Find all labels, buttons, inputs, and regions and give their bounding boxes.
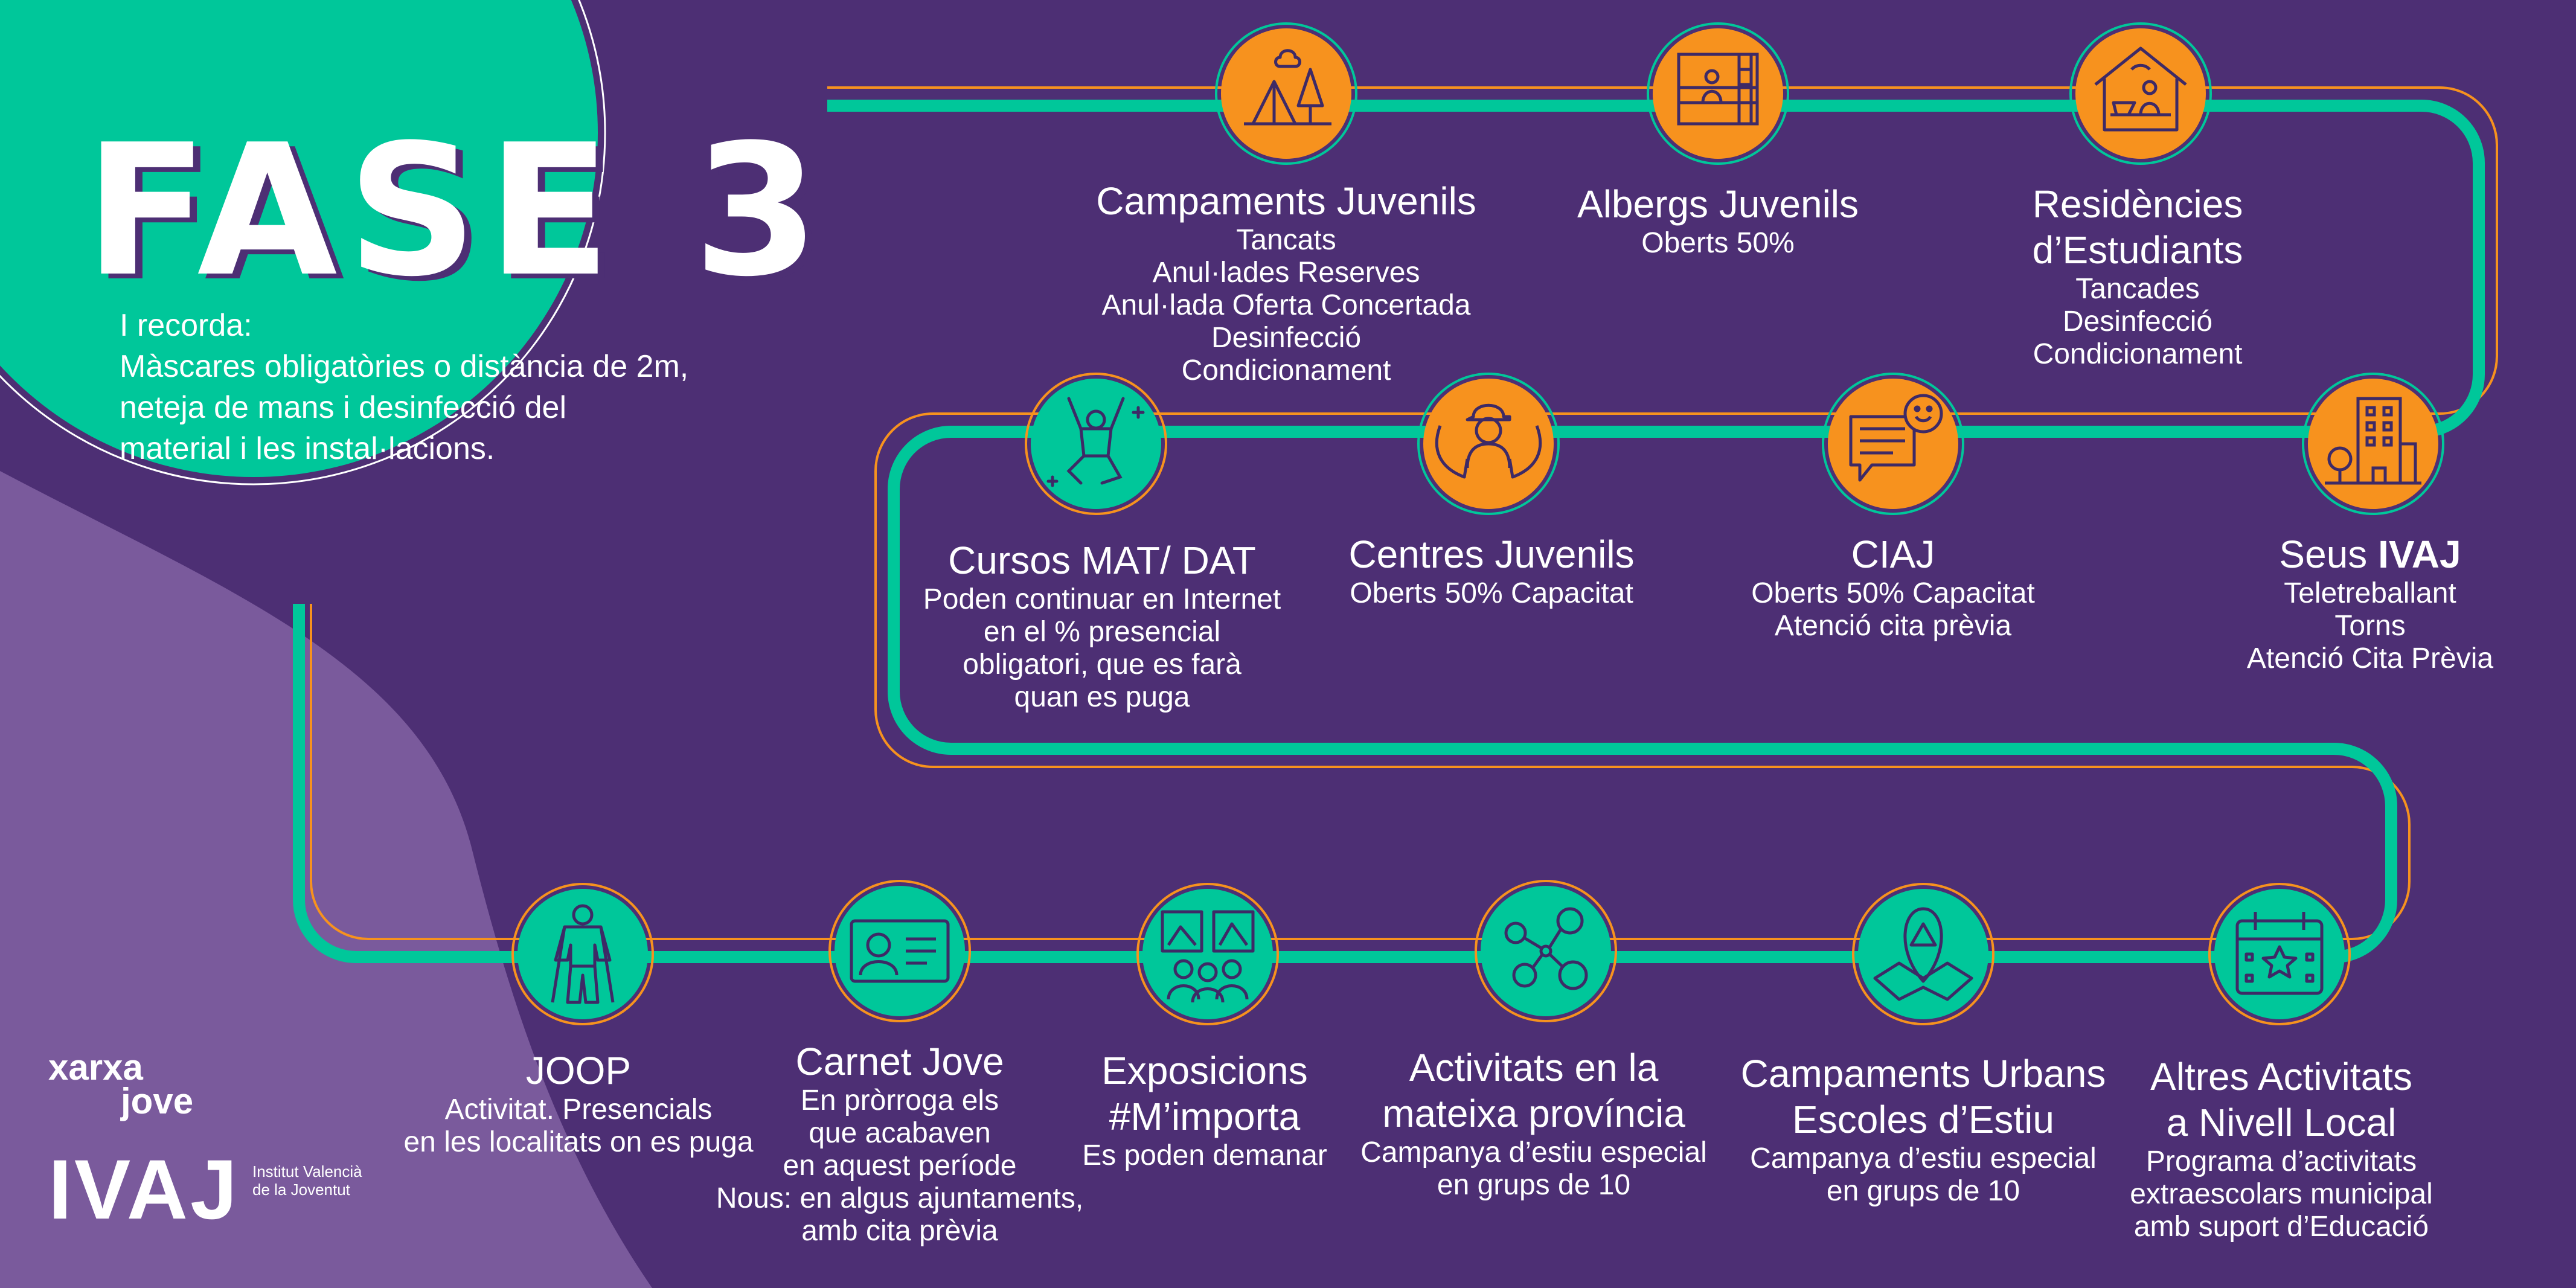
node-line: Activitat. Presencials [444,1094,713,1126]
node-line: Campanya d’estiu especial [1360,1136,1707,1168]
lilac-corner-shape [0,471,652,1288]
node-title: mateixa província [1382,1092,1685,1135]
node-line: En pròrroga els [800,1085,999,1117]
institute-line: Institut Valencià [252,1162,362,1181]
node-line: Nous: en algus ajuntaments, [716,1182,1084,1214]
map-pin-icon [1852,883,1994,1025]
node-activitats-provincia: Activitats en la mateixa província Campa… [1360,1045,1707,1202]
node-title: Escoles d’Estiu [1792,1098,2054,1141]
student-desk-house-icon [2069,22,2212,165]
node-line: obligatori, que es farà [963,649,1242,681]
reminder-line: material i les instal·lacions. [120,431,495,466]
node-ciaj: CIAJ Oberts 50% Capacitat Atenció cita p… [1751,531,2035,642]
page-title: FASE 3 [85,106,829,316]
node-line: Oberts 50% Capacitat [1350,577,1633,609]
ivaj-logo: IVAJ [48,1142,240,1237]
node-line: quan es puga [1014,681,1190,713]
node-title: Altres Activitats [2150,1055,2412,1098]
node-title: Centres Juvenils [1348,533,1635,576]
network-people-icon [1475,880,1617,1022]
node-title: Activitats en la [1409,1046,1659,1089]
node-line: Anul·lades Reserves [1152,257,1420,289]
node-centres-juvenils: Centres Juvenils Oberts 50% Capacitat [1348,531,1634,610]
node-line: Condicionament [2033,338,2243,370]
node-line: Anul·lada Oferta Concertada [1101,289,1471,321]
xarxa-jove-logo: xarxa jove [48,1047,194,1121]
green-header-circle [0,0,598,477]
person-hands-icon [1417,373,1560,515]
node-title: Exposicions [1101,1049,1308,1092]
node-exposicions: Exposicions #M’importa Es poden demanar [1082,1048,1327,1172]
node-line: en grups de 10 [1437,1169,1631,1201]
node-title-pre: Seus [2279,533,2379,576]
node-line: en grups de 10 [1826,1175,2020,1207]
superhero-icon [511,883,654,1025]
node-line: Programa d’activitats [2145,1145,2417,1177]
node-title-bold: IVAJ [2378,533,2461,576]
tent-trees-icon [1215,22,1357,165]
node-line: amb suport d’Educació [2133,1211,2429,1243]
node-joop: JOOP Activitat. Presencials en les local… [403,1048,753,1159]
node-title: Campaments Urbans [1740,1052,2106,1095]
node-campaments-urbans: Campaments Urbans Escoles d’Estiu Campan… [1741,1051,2106,1208]
reminder-text: I recorda: Màscares obligatòries o distà… [120,305,689,469]
node-line: Oberts 50% [1641,227,1795,259]
node-title: Albergs Juvenils [1577,182,1859,226]
node-line: en el % presencial [983,616,1221,648]
node-campaments-juvenils: Campaments Juvenils Tancats Anul·lades R… [1096,178,1476,387]
node-carnet-jove: Carnet Jove En pròrroga els que acabaven… [716,1039,1083,1248]
node-title: a Nivell Local [2166,1101,2397,1144]
header-circle-outline [0,0,606,485]
gallery-viewers-icon [1136,883,1279,1025]
node-line: Poden continuar en Internet [923,583,1281,615]
node-line: en les localitats on es puga [403,1126,754,1158]
node-line: Es poden demanar [1082,1139,1327,1171]
node-line: Desinfecció [2062,306,2213,338]
node-title: Seus IVAJ [2247,531,2493,577]
node-title: Residències [2032,182,2243,226]
bunk-bed-icon [1647,22,1789,165]
node-line: Desinfecció [1211,322,1362,354]
node-line: Oberts 50% Capacitat [1751,577,2035,609]
node-line: Condicionament [1181,354,1391,386]
node-line: Torns [2334,610,2406,642]
reminder-line: I recorda: [120,308,252,343]
node-title: Cursos MAT/ DAT [948,539,1256,582]
node-line: que acabaven [809,1117,991,1149]
node-seus-ivaj: Seus IVAJ Teletreballant Torns Atenció C… [2247,531,2493,675]
node-line: amb cita prèvia [801,1215,998,1247]
node-title: d’Estudiants [2032,228,2243,272]
chat-smile-icon [1822,373,1964,515]
node-line: en aquest període [783,1150,1017,1182]
node-line: Atenció cita prèvia [1774,610,2012,642]
orange-thin-path [310,86,2498,940]
reminder-line: neteja de mans i desinfecció del [120,390,567,425]
node-albergs-juvenils: Albergs Juvenils Oberts 50% [1577,181,1859,260]
institute-line: de la Joventut [252,1181,350,1199]
node-title: CIAJ [1851,533,1935,576]
node-cursos-mat-dat: Cursos MAT/ DAT Poden continuar en Inter… [923,537,1281,714]
id-card-icon [828,880,971,1022]
node-line: Teletreballant [2284,577,2456,609]
node-line: extraescolars municipal [2130,1178,2433,1210]
xarxa-logo-line: jove [121,1081,194,1121]
node-title: Campaments Juvenils [1096,179,1476,223]
institute-name: Institut Valencià de la Joventut [252,1162,362,1199]
node-line: Atenció Cita Prèvia [2246,642,2494,674]
node-title: Carnet Jove [795,1040,1004,1083]
reminder-line: Màscares obligatòries o distància de 2m, [120,349,689,384]
node-altres-activitats: Altres Activitats a Nivell Local Program… [2130,1054,2433,1243]
node-line: Tancades [2075,273,2200,305]
node-title: #M’importa [1109,1095,1301,1138]
node-line: Campanya d’estiu especial [1750,1142,2097,1174]
node-line: Tancats [1236,224,1336,256]
xarxa-logo-line: xarxa [48,1047,143,1088]
node-title: JOOP [525,1049,632,1092]
calendar-star-icon [2208,883,2351,1025]
office-building-icon [2302,373,2444,515]
jumping-person-icon [1025,373,1167,515]
node-residencies: Residències d’Estudiants Tancades Desinf… [2033,181,2243,371]
